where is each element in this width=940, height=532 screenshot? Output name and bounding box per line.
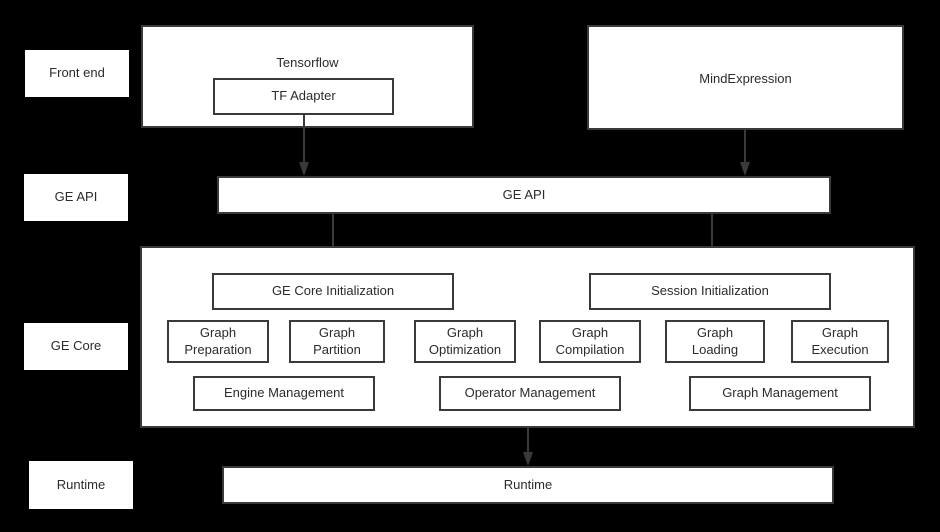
module-graph-preparation[interactable]: Graph Preparation <box>167 320 269 363</box>
arrow-mindexpression-to-ge-api <box>737 130 753 178</box>
module-graph-loading[interactable]: Graph Loading <box>665 320 765 363</box>
manager-graph-management[interactable]: Graph Management <box>689 376 871 411</box>
module-graph-partition[interactable]: Graph Partition <box>289 320 385 363</box>
mindexpression-label: MindExpression <box>699 71 792 86</box>
tier-label-ge-core: GE Core <box>24 323 128 370</box>
tf-adapter-box[interactable]: TF Adapter <box>213 78 394 115</box>
tier-label-front-end: Front end <box>25 50 129 97</box>
arrow-tf-adapter-to-ge-api <box>296 114 312 178</box>
session-initialization-box[interactable]: Session Initialization <box>589 273 831 310</box>
manager-operator-management[interactable]: Operator Management <box>439 376 621 411</box>
module-graph-optimization[interactable]: Graph Optimization <box>414 320 516 363</box>
runtime-bar[interactable]: Runtime <box>222 466 834 504</box>
ge-api-bar[interactable]: GE API <box>217 176 831 214</box>
module-graph-compilation[interactable]: Graph Compilation <box>539 320 641 363</box>
manager-engine-management[interactable]: Engine Management <box>193 376 375 411</box>
tier-label-runtime: Runtime <box>29 461 133 509</box>
tier-label-ge-api: GE API <box>24 174 128 221</box>
ge-core-initialization-box[interactable]: GE Core Initialization <box>212 273 454 310</box>
tensorflow-label: Tensorflow <box>276 55 339 70</box>
mindexpression-container[interactable] <box>587 25 904 130</box>
module-graph-execution[interactable]: Graph Execution <box>791 320 889 363</box>
arrow-ge-core-to-runtime <box>520 428 536 468</box>
